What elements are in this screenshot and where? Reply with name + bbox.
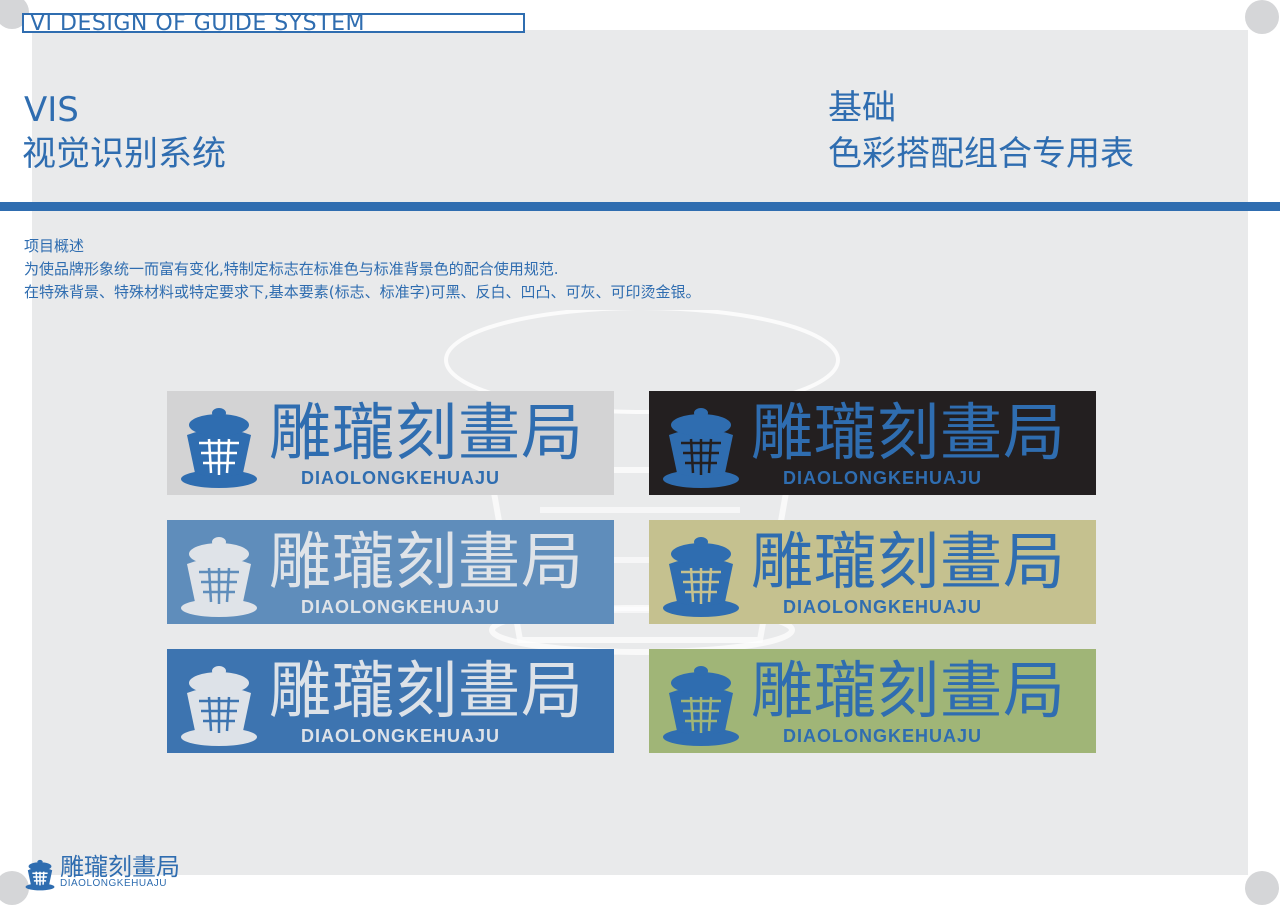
logo-chinese-text: 雕瓏刻畫局 [751,525,1067,598]
description-title: 项目概述 [24,237,85,255]
cup-logo-icon [181,537,257,617]
description-line-2: 在特殊背景、特殊材料或特定要求下,基本要素(标志、标准字)可黑、反白、凹凸、可灰… [24,283,701,301]
vis-label: VIS [24,90,79,130]
header-title-box: VI DESIGN OF GUIDE SYSTEM [22,13,525,33]
cup-logo-icon [663,537,739,617]
section-title: 色彩搭配组合专用表 [828,134,1134,174]
logo-english-text: DIAOLONGKEHUAJU [783,468,983,488]
logo-chinese-text: 雕瓏刻畫局 [269,525,585,598]
cup-logo-icon [181,666,257,746]
logo-english-text: DIAOLONGKEHUAJU [301,468,501,488]
footer-brand-chinese: 雕瓏刻畫局 [60,853,180,881]
description-line-1: 为使品牌形象统一而富有变化,特制定标志在标准色与标准背景色的配合使用规范. [24,260,559,278]
logo-english-text: DIAOLONGKEHUAJU [301,726,501,746]
footer-cup-icon [25,859,55,891]
logo-variant: 雕瓏刻畫局 DIAOLONGKEHUAJU [167,391,614,495]
header-title: VI DESIGN OF GUIDE SYSTEM [30,13,365,33]
logo-chinese-text: 雕瓏刻畫局 [269,654,585,727]
vis-subtitle: 视觉识别系统 [22,134,226,174]
logo-variant: 雕瓏刻畫局 DIAOLONGKEHUAJU [649,520,1096,624]
logo-variant: 雕瓏刻畫局 DIAOLONGKEHUAJU [167,520,614,624]
logo-english-text: DIAOLONGKEHUAJU [783,597,983,617]
footer-brand-english: DIAOLONGKEHUAJU [60,878,167,889]
logo-chinese-text: 雕瓏刻畫局 [269,396,585,469]
cup-logo-icon [663,408,739,488]
cup-logo-icon [663,666,739,746]
corner-dot [0,871,29,905]
logo-variant: 雕瓏刻畫局 DIAOLONGKEHUAJU [649,649,1096,753]
logo-chinese-text: 雕瓏刻畫局 [751,396,1067,469]
section-label: 基础 [828,88,896,128]
divider-rule [0,202,1280,211]
logo-chinese-text: 雕瓏刻畫局 [751,654,1067,727]
corner-dot [1245,0,1279,34]
logo-variant: 雕瓏刻畫局 DIAOLONGKEHUAJU [649,391,1096,495]
corner-dot [1245,871,1279,905]
logo-variant: 雕瓏刻畫局 DIAOLONGKEHUAJU [167,649,614,753]
logo-english-text: DIAOLONGKEHUAJU [783,726,983,746]
logo-english-text: DIAOLONGKEHUAJU [301,597,501,617]
cup-logo-icon [181,408,257,488]
